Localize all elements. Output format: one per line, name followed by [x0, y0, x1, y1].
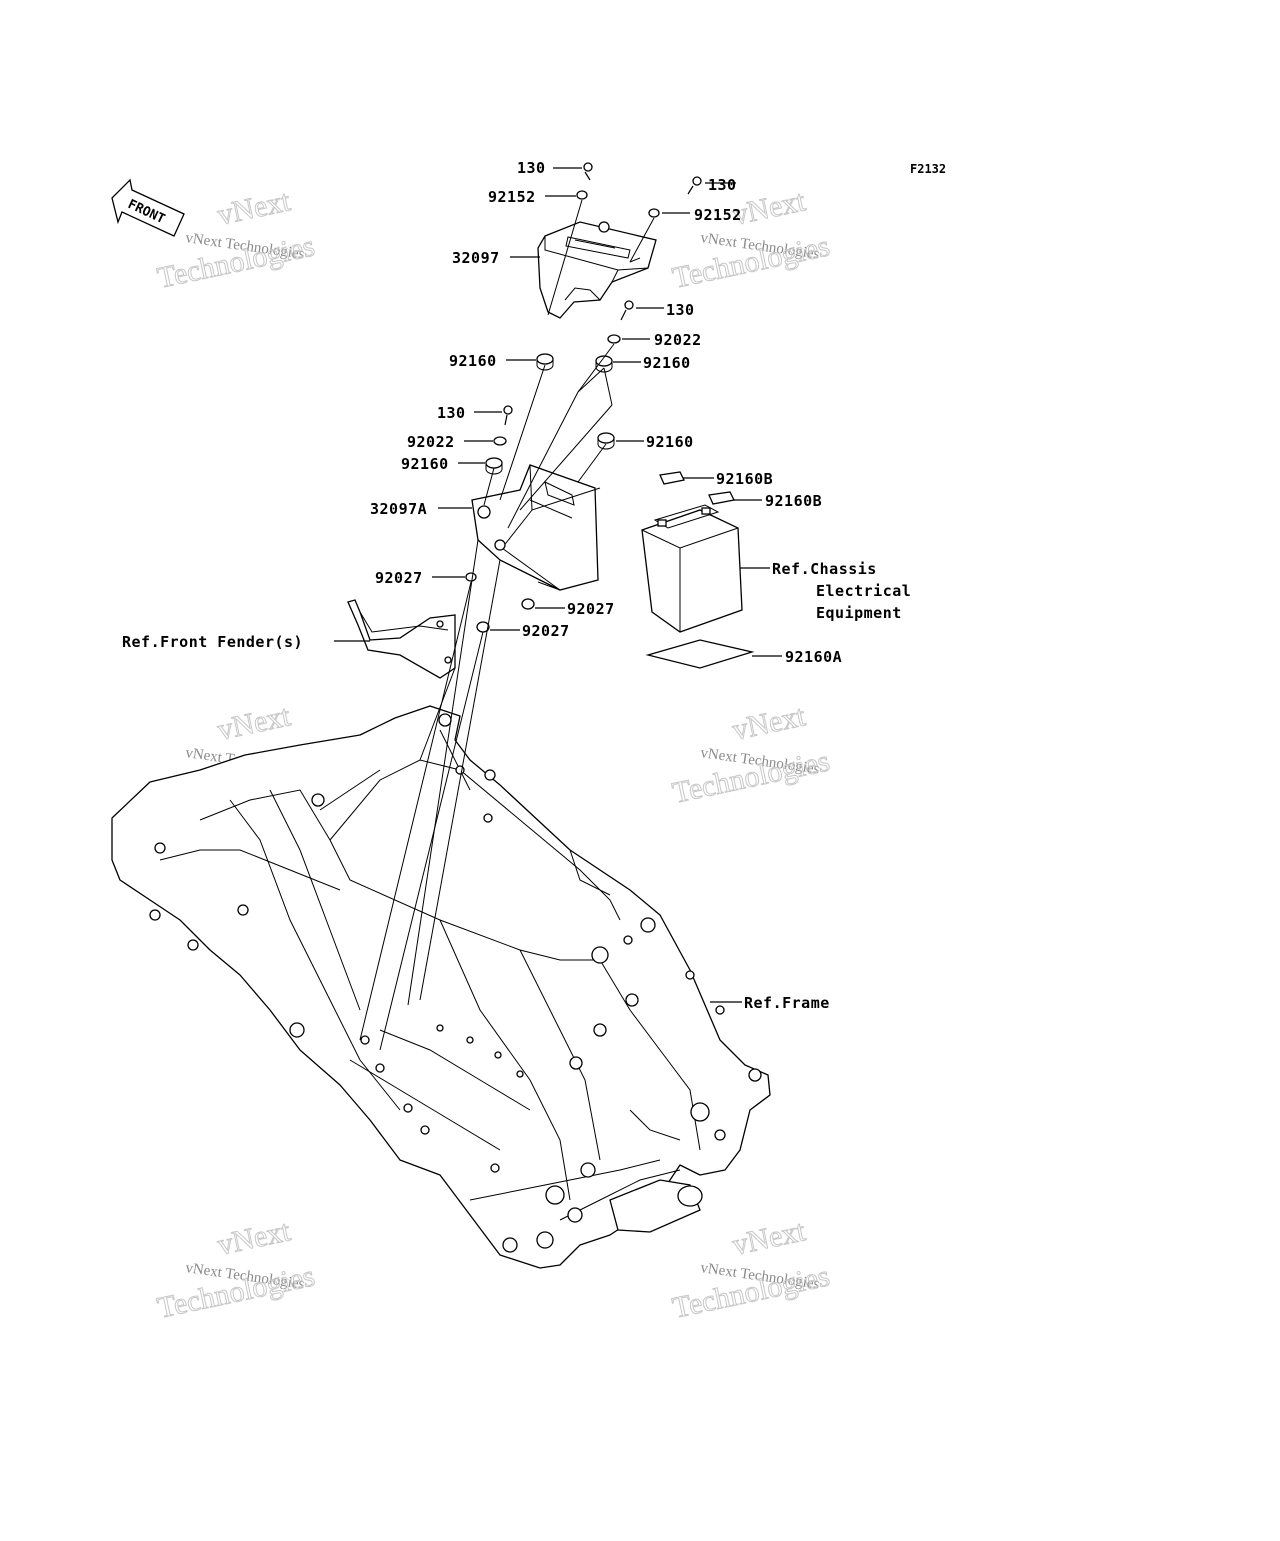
- washer-92022-a-icon: [607, 334, 621, 344]
- label-ref-chassis-3: Equipment: [816, 604, 902, 622]
- front-fender-bracket-part: [347, 599, 456, 679]
- bolt-130-d-icon: [503, 405, 513, 426]
- label-ref-front-fender: Ref.Front Fender(s): [122, 633, 303, 651]
- bolt-130-c-icon: [620, 300, 634, 321]
- label-92160-b: 92160: [643, 354, 691, 372]
- grommet-92160-d-icon: [597, 432, 615, 450]
- grommet-92160-c-icon: [485, 457, 503, 475]
- pad-92160b-a-icon: [659, 471, 685, 485]
- label-92160-c: 92160: [401, 455, 449, 473]
- label-92160b-a: 92160B: [716, 470, 773, 488]
- washer-92022-b-icon: [493, 436, 507, 446]
- callout-lines: [334, 167, 782, 1003]
- label-92152-b: 92152: [694, 206, 742, 224]
- label-130-b: 130: [708, 176, 737, 194]
- diagram-code: F2132: [910, 162, 946, 176]
- label-ref-chassis-1: Ref.Chassis: [772, 560, 877, 578]
- label-92027-a: 92027: [375, 569, 423, 587]
- nut-92027-b-icon: [521, 598, 535, 610]
- label-92027-c: 92027: [522, 622, 570, 640]
- label-32097a: 32097A: [370, 500, 427, 518]
- battery-case-part: [471, 464, 601, 591]
- bolt-130-b-icon: [687, 176, 702, 195]
- bolt-130-a-icon: [583, 162, 593, 181]
- watermark-text: vNext: [215, 699, 294, 747]
- mat-92160a-icon: [645, 639, 755, 669]
- battery-part: [641, 504, 743, 633]
- watermark-top-right: vNext vNext Technologies Technologies: [669, 184, 833, 296]
- watermark-text: vNext: [730, 1214, 809, 1262]
- label-32097: 32097: [452, 249, 500, 267]
- motorcycle-frame-part: [111, 705, 771, 1269]
- label-92160a: 92160A: [785, 648, 842, 666]
- watermark-bottom-left: vNext vNext Technologies Technologies: [154, 1214, 318, 1326]
- watermark-mid-right: vNext vNext Technologies Technologies: [669, 699, 833, 811]
- label-92160b-b: 92160B: [765, 492, 822, 510]
- label-92160-d: 92160: [646, 433, 694, 451]
- label-92152-a: 92152: [488, 188, 536, 206]
- washer-92152-a-icon: [576, 190, 588, 200]
- label-ref-chassis-2: Electrical: [816, 582, 911, 600]
- label-92027-b: 92027: [567, 600, 615, 618]
- part-labels: 130 92152 130 92152 32097 130 92022 9216…: [122, 159, 911, 1012]
- grommet-92160-a-icon: [536, 353, 554, 371]
- pad-92160b-b-icon: [708, 491, 735, 505]
- label-92022-b: 92022: [407, 433, 455, 451]
- label-130-a: 130: [517, 159, 546, 177]
- battery-cover-part: [537, 221, 657, 319]
- watermark-bottom-right: vNext vNext Technologies Technologies: [669, 1214, 833, 1326]
- label-92022-a: 92022: [654, 331, 702, 349]
- washer-92152-b-icon: [648, 208, 660, 218]
- label-ref-frame: Ref.Frame: [744, 994, 830, 1012]
- front-arrow-icon: FRONT: [111, 178, 185, 237]
- label-130-d: 130: [437, 404, 466, 422]
- watermark-top-left: vNext vNext Technologies Technologies: [154, 184, 318, 296]
- watermark-text: vNext: [215, 1214, 294, 1262]
- watermark-text: vNext: [215, 184, 294, 232]
- nut-92027-a-icon: [465, 572, 477, 582]
- exploded-view-lines: [359, 199, 655, 1051]
- watermark-text: vNext: [730, 699, 809, 747]
- label-92160-a: 92160: [449, 352, 497, 370]
- label-130-c: 130: [666, 301, 695, 319]
